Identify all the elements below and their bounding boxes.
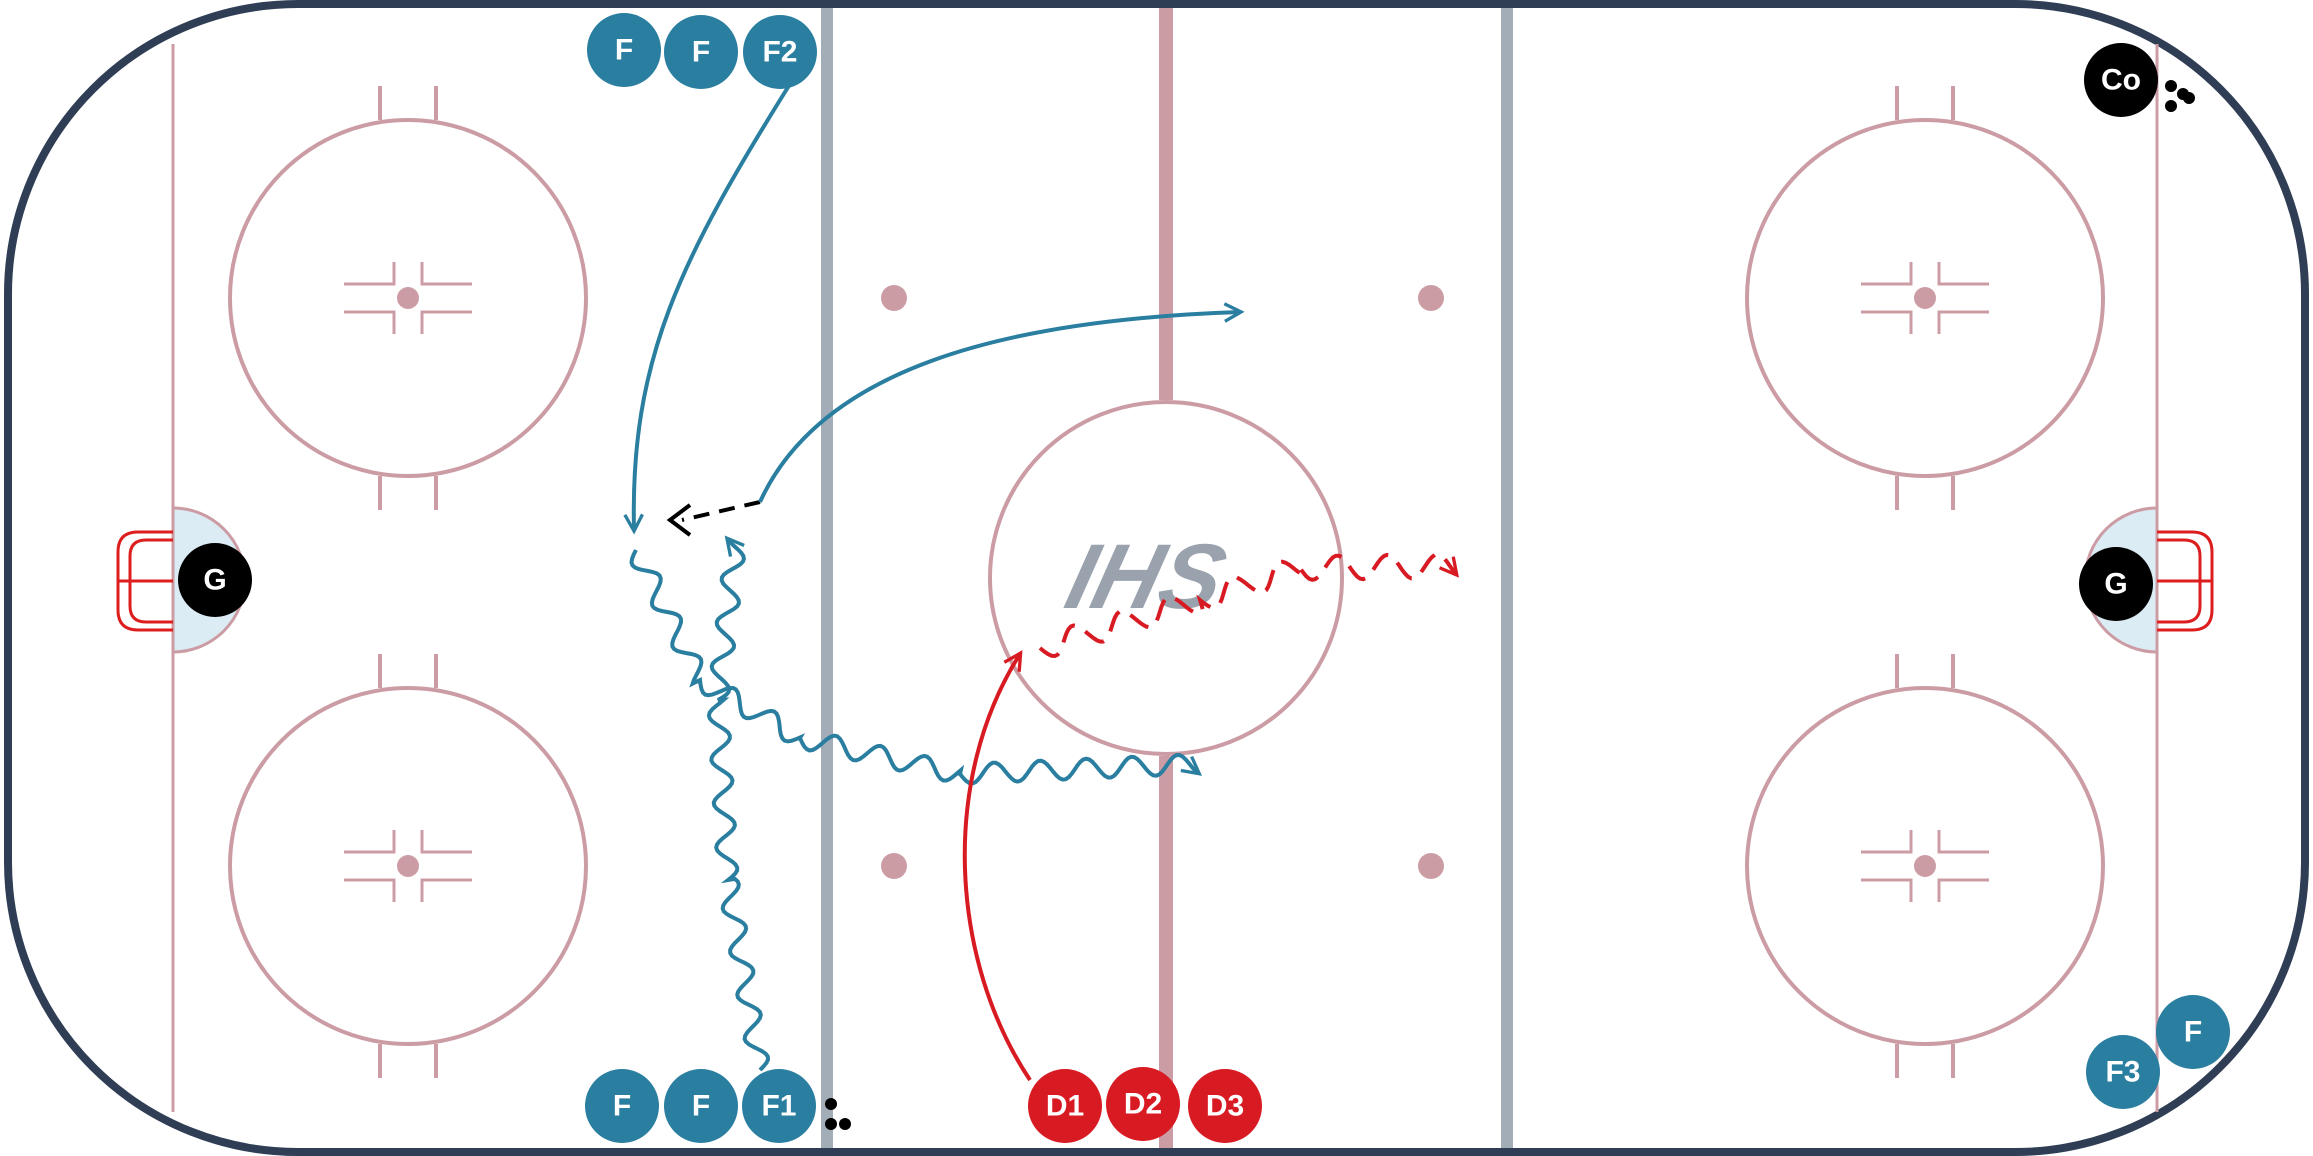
coach[interactable]: Co [2084, 43, 2158, 117]
player-label: F [2184, 1016, 2202, 1049]
player-label: G [2104, 568, 2127, 601]
faceoff-dot [397, 287, 419, 309]
player-f[interactable]: F [664, 15, 738, 89]
net-left [116, 530, 173, 632]
player-d2[interactable]: D2 [1106, 1067, 1180, 1141]
neutral-dot [1418, 285, 1444, 311]
center-ice-logo: IHS [1057, 524, 1236, 627]
player-f[interactable]: F [587, 13, 661, 87]
center-circle [988, 400, 1344, 756]
player-label: F [615, 34, 633, 67]
player-label: Co [2101, 64, 2141, 97]
player-d1[interactable]: D1 [1028, 1069, 1102, 1143]
center-red-line [1159, 8, 1173, 400]
faceoff-dot [1914, 287, 1936, 309]
net-right [2157, 530, 2214, 632]
player-label: F3 [2105, 1056, 2140, 1089]
player-label: D3 [1206, 1090, 1244, 1123]
faceoff-dot [397, 855, 419, 877]
player-f2[interactable]: F2 [743, 15, 817, 89]
f1-stickhandle-path [706, 539, 771, 1072]
player-label: D2 [1124, 1088, 1162, 1121]
player-f[interactable]: F [2156, 995, 2230, 1069]
neutral-dot [881, 853, 907, 879]
faceoff-circle [1745, 86, 2105, 510]
puck-pile-coach [2165, 80, 2195, 112]
player-label: D1 [1046, 1090, 1084, 1123]
player-label: F1 [761, 1090, 796, 1123]
player-label: F [692, 36, 710, 69]
faceoff-circles [228, 86, 2105, 1078]
blue-line-right [1501, 8, 1513, 1148]
player-f3[interactable]: F3 [2086, 1035, 2160, 1109]
player-f[interactable]: F [664, 1069, 738, 1143]
d1-stickhandle-path [1038, 552, 1456, 659]
f2-skate-path [634, 82, 792, 530]
pass-arrowhead [666, 503, 692, 537]
neutral-dot [1418, 853, 1444, 879]
puck-pile-bottom [825, 1098, 851, 1130]
faceoff-dot [1914, 855, 1936, 877]
f2-stickhandle-path [629, 549, 1199, 786]
faceoff-circle [228, 654, 588, 1078]
f1-breakout-path [758, 312, 1240, 503]
goalie-right[interactable]: G [2079, 547, 2153, 621]
neutral-dot [881, 285, 907, 311]
player-f[interactable]: F [585, 1069, 659, 1143]
blue-line-left [821, 8, 833, 1148]
goalie-left[interactable]: G [178, 543, 252, 617]
player-label: F [692, 1090, 710, 1123]
player-label: G [203, 564, 226, 597]
faceoff-circle [1745, 654, 2105, 1078]
pass-path [681, 500, 761, 522]
faceoff-circle [228, 86, 588, 510]
d1-skate-path [962, 654, 1032, 1082]
player-label: F2 [762, 36, 797, 69]
player-d3[interactable]: D3 [1188, 1069, 1262, 1143]
player-f1[interactable]: F1 [742, 1069, 816, 1143]
player-label: F [613, 1090, 631, 1123]
center-red-line-lower [1159, 756, 1173, 1148]
